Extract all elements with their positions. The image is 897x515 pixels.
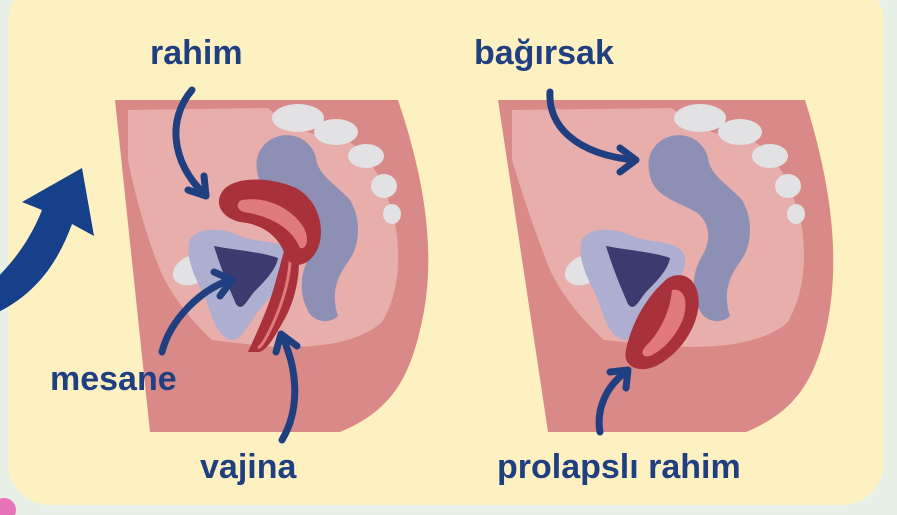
label-bowel: bağırsak	[474, 36, 614, 70]
label-vagina: vajina	[200, 450, 296, 484]
label-uterus: rahim	[150, 36, 243, 70]
corner-accent	[0, 498, 16, 515]
label-prolapsed-uterus: prolapslı rahim	[497, 450, 741, 484]
prolapsed-anatomy-illustration	[498, 100, 833, 432]
label-bladder: mesane	[50, 362, 177, 396]
